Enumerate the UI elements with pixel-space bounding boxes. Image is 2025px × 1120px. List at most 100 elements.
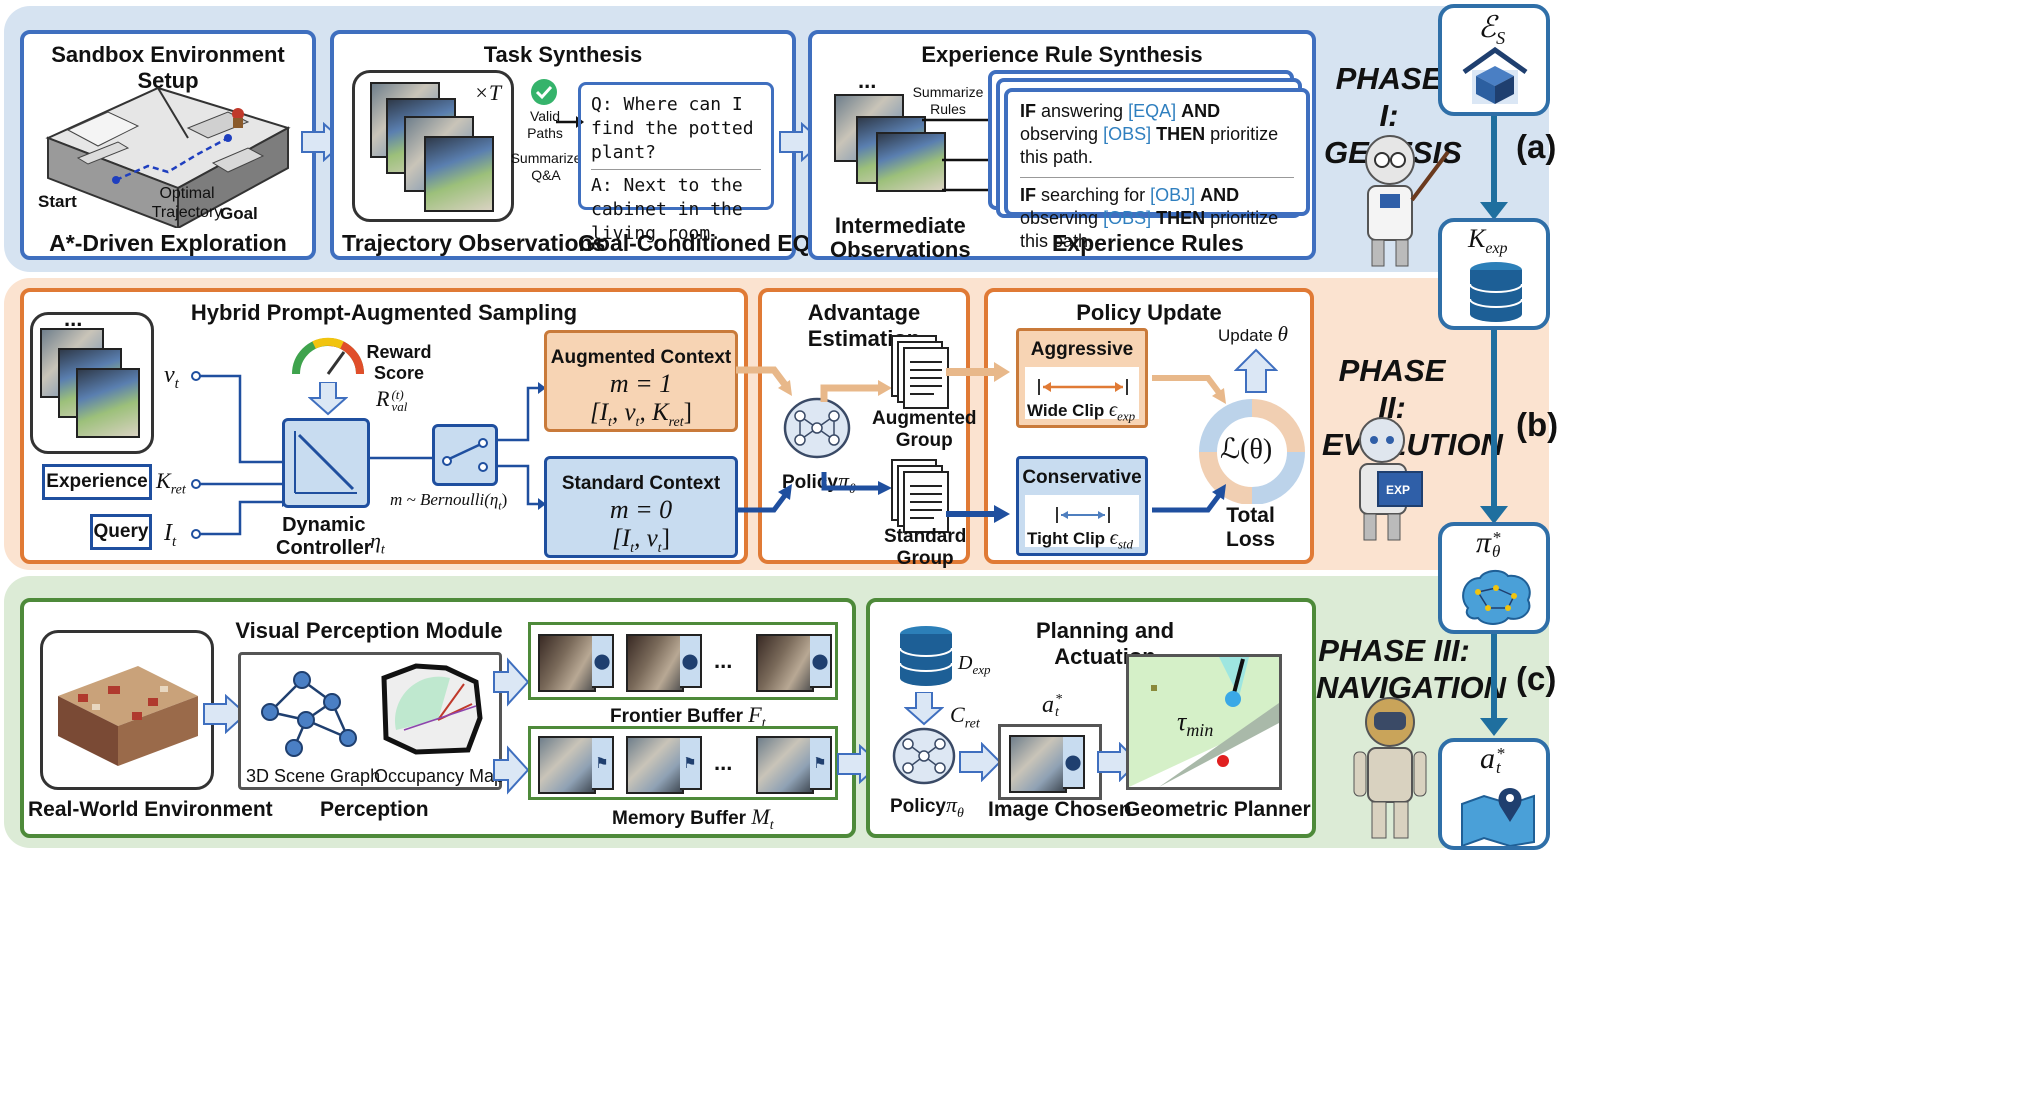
astronaut-robot-mascot [1353,697,1427,839]
perception-caption: Perception [320,798,429,821]
switch-box [432,424,498,486]
rule-1-if: IF [1020,101,1036,121]
controller-to-switch-wire [370,456,434,460]
rule-1-and: AND [1181,101,1221,121]
context-to-policy-arrows [736,366,792,513]
augmented-context-m: m = 1 [609,369,673,398]
task-title: Task Synthesis [483,42,643,67]
controller-label: Dynamic Controller [276,514,372,559]
r-val-label: R(t)val [376,386,407,413]
advantage-arrows [820,380,892,495]
update-up-arrow [1234,348,1278,393]
frontier-thumb-3 [756,634,814,692]
sampling-panel: Hybrid Prompt-Augmented Sampling ... vt … [20,288,748,564]
tight-clip-label: Tight Clip ϵstd [1027,527,1133,552]
reward-score-label: Reward Score [366,342,432,383]
rule-2-obj: [OBJ] [1150,185,1196,205]
sampling-title: Hybrid Prompt-Augmented Sampling [190,300,578,325]
wide-clip-label: Wide Clip ϵexp [1027,399,1135,424]
pi-sub-c: θ [957,805,964,821]
real-world-label: Real-World Environment [28,798,273,821]
f-t-symbol: F [748,702,762,727]
occupancy-map-icon [380,663,488,755]
d-exp-sub: exp [972,662,991,677]
pi-symbol-c: π [945,792,958,817]
image-chosen-box: ⬤ [998,724,1102,800]
real-world-scan [58,666,198,766]
wide-clip-text: Wide Clip [1027,401,1105,420]
sandbox-start-label: Start [38,192,77,211]
neural-net-icon [783,397,851,459]
query-label: Query [93,521,149,542]
e-s-sub: S [1496,28,1506,48]
eta-sub: t [380,542,385,558]
standard-context-set: [It, vt] [612,525,670,556]
sidebar-environment-box: ℰS [1438,4,1550,116]
standard-context-title: Standard Context [561,473,721,494]
neural-net-icon-c [892,727,956,785]
update-theta-label: Update θ [1218,322,1288,347]
memory-ellipsis: ... [714,750,733,775]
c-ret-sub: ret [964,716,980,732]
planning-panel: Planning and Actuation Dexp Cret Policyπ… [866,598,1316,838]
check-icon [531,79,557,105]
memory-thumbs: ⚑ ⚑ ... ⚑ [538,736,832,794]
d-exp-label: Dexp [958,652,991,678]
eps-exp-sub: exp [1117,408,1136,424]
k-exp-symbol: K [1468,224,1486,253]
standard-context-box: Standard Context m = 0 [It, vt] [544,456,738,558]
eta-t-label: ηt [370,528,385,558]
augmented-context-title: Augmented Context [550,347,732,368]
pi-star-symbol: π [1476,526,1492,559]
rule-synthesis-panel: Experience Rule Synthesis ... Summarize … [808,30,1316,262]
sidebar-action-box: a*t [1438,738,1550,850]
v-t-symbol: v [164,362,175,388]
sampling-ellipsis: ... [64,306,83,331]
a-star-sub: t [1496,758,1501,778]
map-pin-icon: ⬤ [592,634,614,688]
rule-2-obs: [OBS] [1103,208,1152,228]
experience-label: Experience [46,471,148,492]
rule-1-p2: observing [1020,124,1099,144]
memory-buffer-label: Memory Buffer Mt [612,804,774,834]
m-t-symbol: M [751,804,770,829]
experience-box: Experience [42,464,152,500]
flag-icon-3: ⚑ [810,736,832,790]
map-pin-icon-chosen: ⬤ [1063,735,1085,789]
scene-graph-label: 3D Scene Graph [246,766,381,786]
map-pin-icon-3: ⬤ [810,634,832,688]
arrow-reward-to-controller [308,382,348,416]
image-chosen-label: Image Chosen [988,798,1132,821]
policy-text-c: Policy [890,796,946,817]
arrow-world-to-perception [203,694,248,734]
perception-title: Visual Perception Module [235,618,503,643]
rule-1-eqa: [EQA] [1128,101,1177,121]
times-t-label: ×T [474,80,502,105]
rule-2-if: IF [1020,185,1036,205]
k-ret-sub: ret [170,482,186,498]
rules-title: Experience Rule Synthesis [921,42,1203,67]
a-star-symbol: a [1480,742,1495,775]
controller-icon [294,431,357,494]
rule-1-obs: [OBS] [1103,124,1152,144]
a-t-symbol: a [1042,692,1054,718]
memory-thumb-1 [538,736,596,794]
a-star-label: a*t [1480,742,1505,776]
input-wires [191,371,290,539]
eps-exp-symbol: ϵ [1109,399,1118,421]
v-t-sub: t [174,375,179,392]
summarize-qa-label: Summarize Q&A [510,150,582,183]
tau-symbol: τ [1177,707,1187,736]
obs-frame-3 [76,368,140,438]
standard-context-m: m = 0 [609,495,673,524]
document-stack-icon [891,335,949,409]
k-exp-label: Kexp [1468,224,1508,258]
bernoulli-label: m ~ Bernoulli(ηt) [390,490,508,513]
e-s-label: ℰS [1478,10,1505,49]
arrow-policy-to-image [959,742,1002,782]
tau-min-label: τmin [1177,707,1213,741]
query-box: Query [90,514,152,550]
pi-symbol-b: π [837,468,850,493]
cycle-icon [1199,399,1305,504]
wide-clip-range-icon [1038,379,1128,395]
